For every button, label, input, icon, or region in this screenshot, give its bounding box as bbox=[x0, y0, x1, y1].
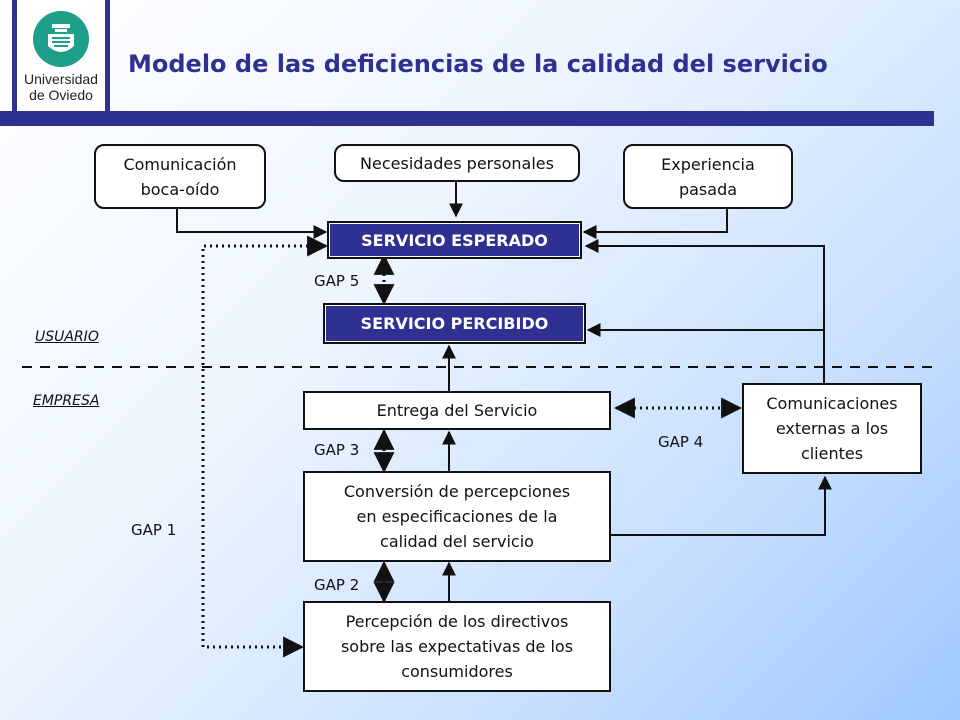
box-text-line: pasada bbox=[678, 179, 738, 199]
gap2-label: GAP 2 bbox=[314, 576, 360, 594]
box-comunicaciones-externas: Comunicaciones externas a los clientes bbox=[742, 383, 922, 474]
logo-line-1: Universidad bbox=[24, 71, 98, 87]
box-servicio-esperado: SERVICIO ESPERADO bbox=[327, 221, 582, 259]
logo-line-2: de Oviedo bbox=[29, 87, 93, 103]
box-text-line: Comunicación bbox=[123, 154, 237, 174]
arrow-comext-esperado bbox=[584, 239, 825, 383]
zone-empresa-label: EMPRESA bbox=[33, 393, 100, 409]
arrow-comunicacion-esperado bbox=[176, 208, 328, 239]
zone-usuario-label: USUARIO bbox=[35, 329, 99, 345]
box-text-line: en especificaciones de la bbox=[356, 507, 558, 526]
gap1-label: GAP 1 bbox=[131, 521, 177, 539]
box-servicio-percibido: SERVICIO PERCIBIDO bbox=[323, 303, 586, 344]
university-logo: Universidad de Oviedo bbox=[12, 0, 110, 113]
box-comunicacion-boca-oido: Comunicación boca-oído bbox=[94, 144, 266, 209]
arrow-experiencia-esperado bbox=[582, 208, 728, 239]
gap1-arrow bbox=[201, 235, 329, 658]
gap5-label: GAP 5 bbox=[314, 272, 360, 290]
box-text-line: sobre las expectativas de los bbox=[340, 637, 574, 656]
page-title: Modelo de las deficiencias de la calidad… bbox=[128, 50, 828, 78]
gap4-label: GAP 4 bbox=[658, 433, 704, 451]
box-experiencia-pasada: Experiencia pasada bbox=[623, 144, 793, 209]
box-text-line: Percepción de los directivos bbox=[345, 612, 569, 631]
box-text-line: Comunicaciones bbox=[766, 394, 898, 413]
box-text-line: Necesidades personales bbox=[360, 153, 554, 173]
crest-icon bbox=[33, 11, 89, 67]
header-bar bbox=[0, 111, 934, 126]
box-text-line: boca-oído bbox=[140, 179, 220, 199]
box-percepcion-directivos: Percepción de los directivos sobre las e… bbox=[303, 601, 611, 692]
box-conversion-percepciones: Conversión de percepciones en especifica… bbox=[303, 471, 611, 562]
box-text-line: calidad del servicio bbox=[380, 532, 534, 551]
box-necesidades-personales: Necesidades personales bbox=[334, 144, 580, 182]
box-text-line: Experiencia bbox=[661, 154, 755, 174]
box-text-line: Entrega del Servicio bbox=[376, 401, 538, 420]
box-text-line: SERVICIO ESPERADO bbox=[361, 230, 548, 250]
box-text-line: SERVICIO PERCIBIDO bbox=[360, 314, 549, 333]
box-text-line: clientes bbox=[800, 444, 864, 463]
gap3-label: GAP 3 bbox=[314, 441, 360, 459]
box-text-line: Conversión de percepciones bbox=[343, 482, 571, 501]
box-text-line: consumidores bbox=[401, 662, 513, 681]
box-entrega-servicio: Entrega del Servicio bbox=[303, 391, 611, 430]
arrow-conversion-comext bbox=[610, 475, 832, 536]
box-text-line: externas a los bbox=[775, 419, 889, 438]
